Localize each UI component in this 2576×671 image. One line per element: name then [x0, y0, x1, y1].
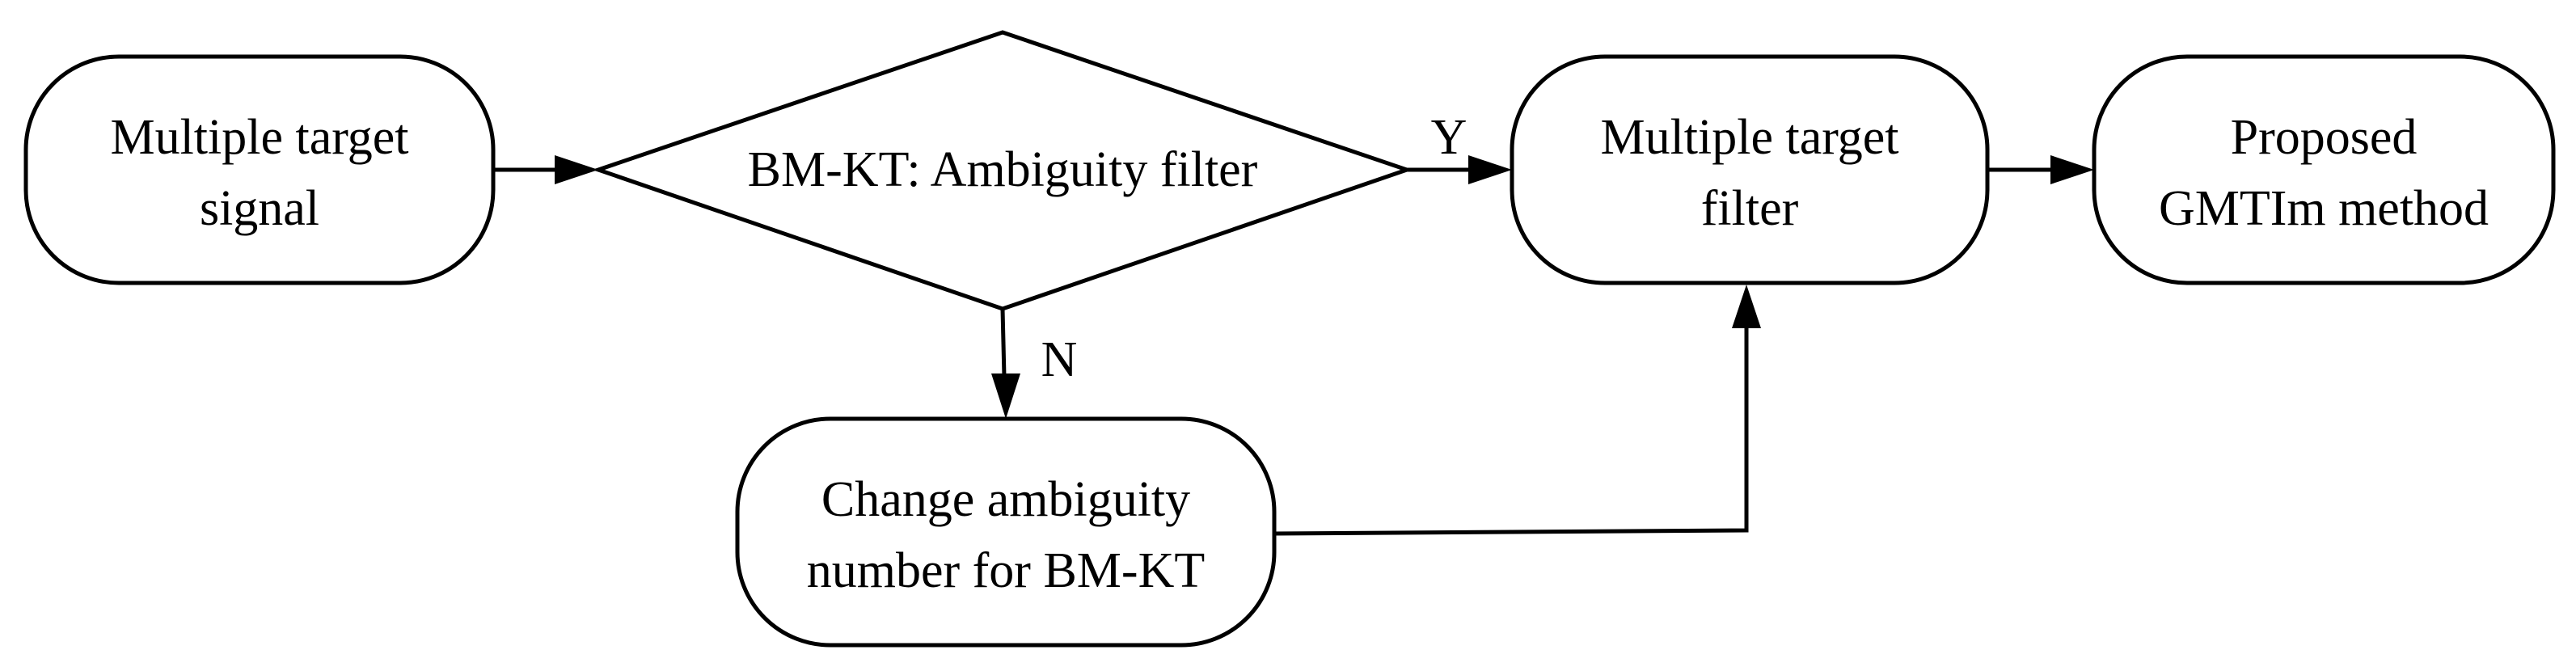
arrowhead: [991, 373, 1020, 419]
node-filter-box: [1510, 54, 1990, 285]
node-proposed-method: Proposed GMTIm method: [2092, 54, 2556, 285]
node-change-line2: number for BM-KT: [807, 543, 1205, 598]
arrowhead: [555, 155, 598, 184]
node-signal-box: [23, 54, 496, 285]
edge-label-no: N: [1041, 332, 1078, 387]
edge-decision-to-change-no: N: [991, 308, 1078, 419]
edge-filter-to-method: [1987, 155, 2094, 184]
edge-label-yes: Y: [1431, 110, 1467, 165]
arrowhead: [2050, 155, 2094, 184]
node-multiple-target-filter: Multiple target filter: [1510, 54, 1990, 285]
node-multiple-target-signal: Multiple target signal: [23, 54, 496, 285]
node-change-box: [735, 416, 1277, 648]
node-signal-line1: Multiple target: [110, 110, 408, 165]
node-method-box: [2092, 54, 2556, 285]
edge-signal-to-decision: [493, 155, 598, 184]
node-method-line1: Proposed: [2231, 110, 2418, 165]
edge-decision-to-filter-yes: Y: [1407, 110, 1512, 184]
decision-ambiguity-filter: BM-KT: Ambiguity filter: [592, 30, 1413, 311]
arrowhead: [1732, 285, 1761, 328]
node-signal-line2: signal: [200, 181, 319, 236]
node-filter-line2: filter: [1701, 181, 1799, 236]
decision-label: BM-KT: Ambiguity filter: [748, 142, 1258, 197]
node-method-line2: GMTIm method: [2159, 181, 2489, 236]
node-filter-line1: Multiple target: [1600, 110, 1898, 165]
node-change-ambiguity: Change ambiguity number for BM-KT: [735, 416, 1277, 648]
arrowhead: [1468, 155, 1512, 184]
node-change-line1: Change ambiguity: [821, 472, 1190, 527]
edge-line: [1273, 325, 1749, 536]
edge-change-to-filter: [1273, 285, 1761, 536]
edge-line: [1000, 308, 1007, 378]
